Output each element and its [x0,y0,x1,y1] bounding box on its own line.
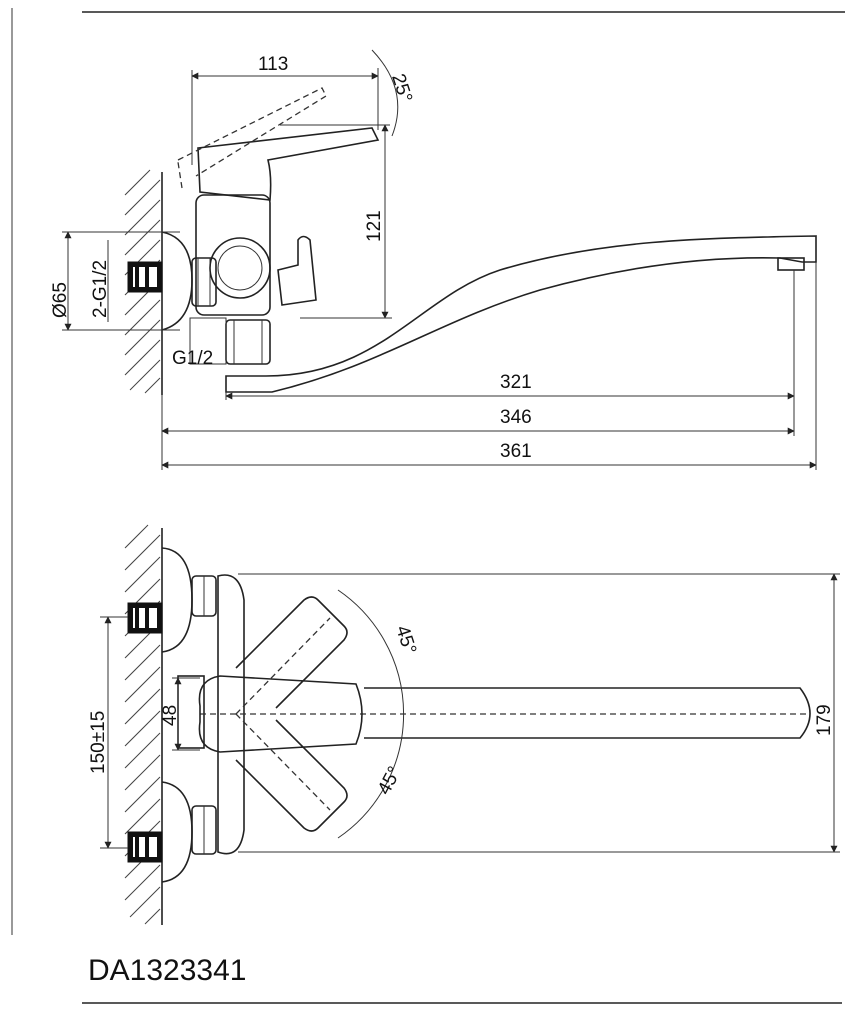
dim-inlet-thread: 2-G1/2 [90,260,111,318]
dim-346: 346 [500,407,532,428]
mixer-body-top [217,574,245,855]
dim-321: 321 [500,372,532,393]
dim-45-lower: 45° [374,763,406,798]
dim-outlet-thread: G1/2 [172,348,213,369]
lever-handle-rotated-down [235,719,348,832]
dim-25-angle: 25° [387,71,416,105]
wall-hatching-top [124,524,163,925]
model-code: DA1323341 [88,954,246,987]
lever-handle-raised [177,87,327,177]
lever-handle-top [198,675,363,753]
side-view: 113 25° 121 Ø65 2-G1/2 G1/2 321 346 361 [50,49,817,470]
dim-45-upper: 45° [391,623,420,657]
dim-179: 179 [814,704,835,736]
aerator [777,257,805,271]
spout-top [364,687,811,739]
flange-upper [161,547,193,653]
spout-side [225,235,817,393]
dim-diameter-65: Ø65 [50,282,71,318]
diverter-ring [209,237,271,299]
dim-150-15: 150±15 [88,711,109,774]
dim-361: 361 [500,441,532,462]
flange-lower [161,781,193,883]
outlet-nut [225,319,271,365]
dim-48: 48 [160,705,181,726]
dim-113: 113 [258,54,288,75]
top-view: 45° 45° 48 150±15 179 [88,524,840,925]
lever-handle-side [197,127,380,201]
dim-121: 121 [364,210,385,242]
diverter-knob [277,235,317,306]
lever-handle-rotated-up [235,596,348,709]
angle-arc [337,589,405,839]
wall-hatching-side [124,169,163,395]
eccentric-connector [191,257,217,307]
wall-flange-side [161,231,193,331]
